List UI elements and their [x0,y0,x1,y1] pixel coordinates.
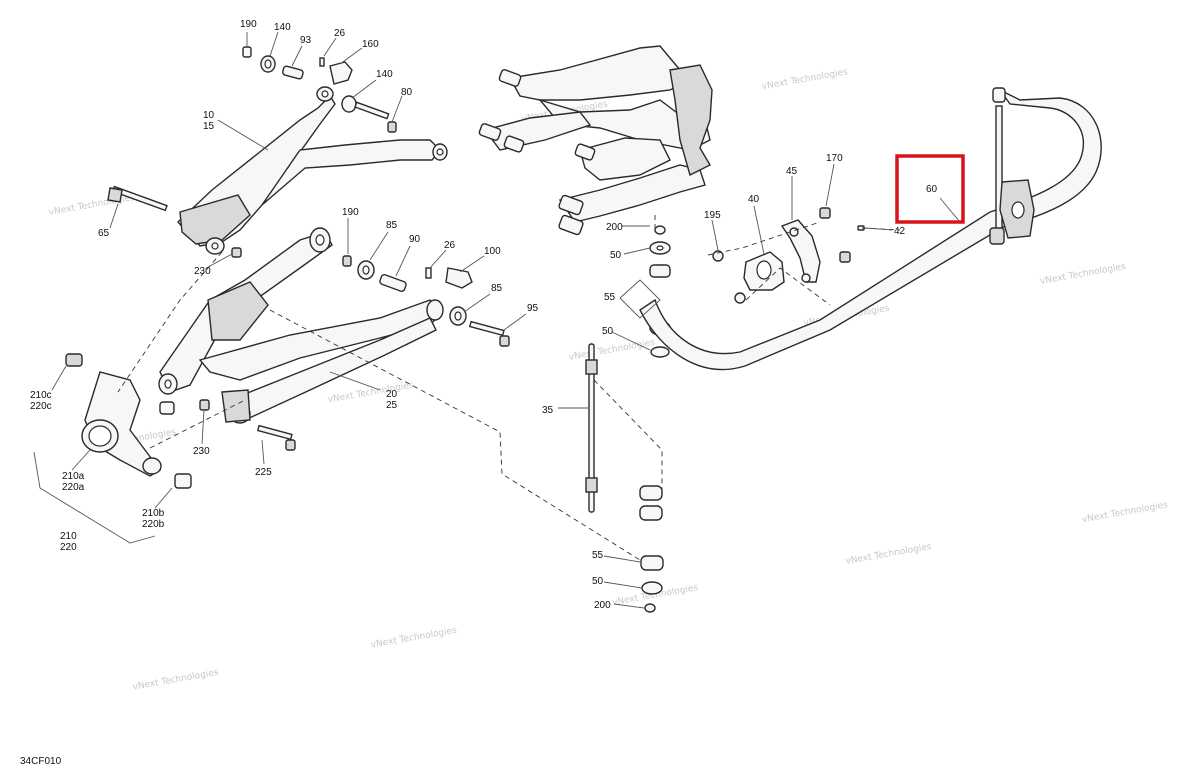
callout-50: 50 [602,326,614,337]
callout-50: 50 [610,250,622,261]
upper-arm-hardware [107,46,397,258]
callout-200: 200 [594,600,611,611]
lower-arm-hardware [199,255,510,451]
callout-230: 230 [194,266,211,277]
watermark: vNext Technologies [370,626,458,651]
callout-55: 55 [604,292,616,303]
knuckle [65,353,192,489]
callout-195: 195 [704,210,721,221]
callout-65: 65 [98,228,110,239]
callout-140: 140 [274,22,291,33]
callout-10: 10 [203,110,215,121]
callout-210c: 210c [30,390,52,401]
lower-a-arm [158,227,444,424]
callout-50: 50 [592,576,604,587]
watermark: vNext Technologies [327,380,415,405]
callout-40: 40 [748,194,760,205]
callout-35: 35 [542,405,554,416]
sway-bar [639,87,1102,371]
callout-100: 100 [484,246,501,257]
watermark: vNext Technologies [1081,500,1169,525]
callout-220c: 220c [30,401,52,412]
callout-26: 26 [334,28,346,39]
callout-225: 225 [255,467,272,478]
callout-230: 230 [193,446,210,457]
callout-90: 90 [409,234,421,245]
callout-190: 190 [240,19,257,30]
callout-45: 45 [786,166,798,177]
leader-lines [33,31,961,609]
callout-85: 85 [386,220,398,231]
highlight-box [895,154,965,224]
callout-15: 15 [203,121,215,132]
watermark: vNext Technologies [761,67,849,92]
watermark: vNext Technologies [845,542,933,567]
watermark: vNext Technologies [132,668,220,693]
watermark: vNext Technologies [568,338,656,363]
callout-170: 170 [826,153,843,164]
callout-42: 42 [894,226,906,237]
callout-220: 220 [60,542,77,553]
callout-55: 55 [592,550,604,561]
callout-200: 200 [606,222,623,233]
upper-a-arm [177,86,448,255]
watermark: vNext Technologies [48,193,136,218]
callout-60: 60 [926,184,938,195]
callout-210: 210 [60,531,77,542]
callout-210a: 210a [62,471,85,482]
callout-labels: 190 140 93 26 160 140 80 10 15 65 230 19… [30,19,938,611]
callout-85: 85 [491,283,503,294]
callout-26: 26 [444,240,456,251]
callout-210b: 210b [142,508,165,519]
callout-140: 140 [376,69,393,80]
callout-20: 20 [386,389,398,400]
callout-220a: 220a [62,482,85,493]
callout-25: 25 [386,400,398,411]
watermark: vNext Technologies [1039,262,1127,287]
rear-subframe [478,45,713,236]
callout-95: 95 [527,303,539,314]
callout-80: 80 [401,87,413,98]
callout-220b: 220b [142,519,165,530]
diagram-code: 34CF010 [20,756,62,767]
bushing-bracket [712,207,865,304]
callout-93: 93 [300,35,312,46]
callout-160: 160 [362,39,379,50]
callout-190: 190 [342,207,359,218]
